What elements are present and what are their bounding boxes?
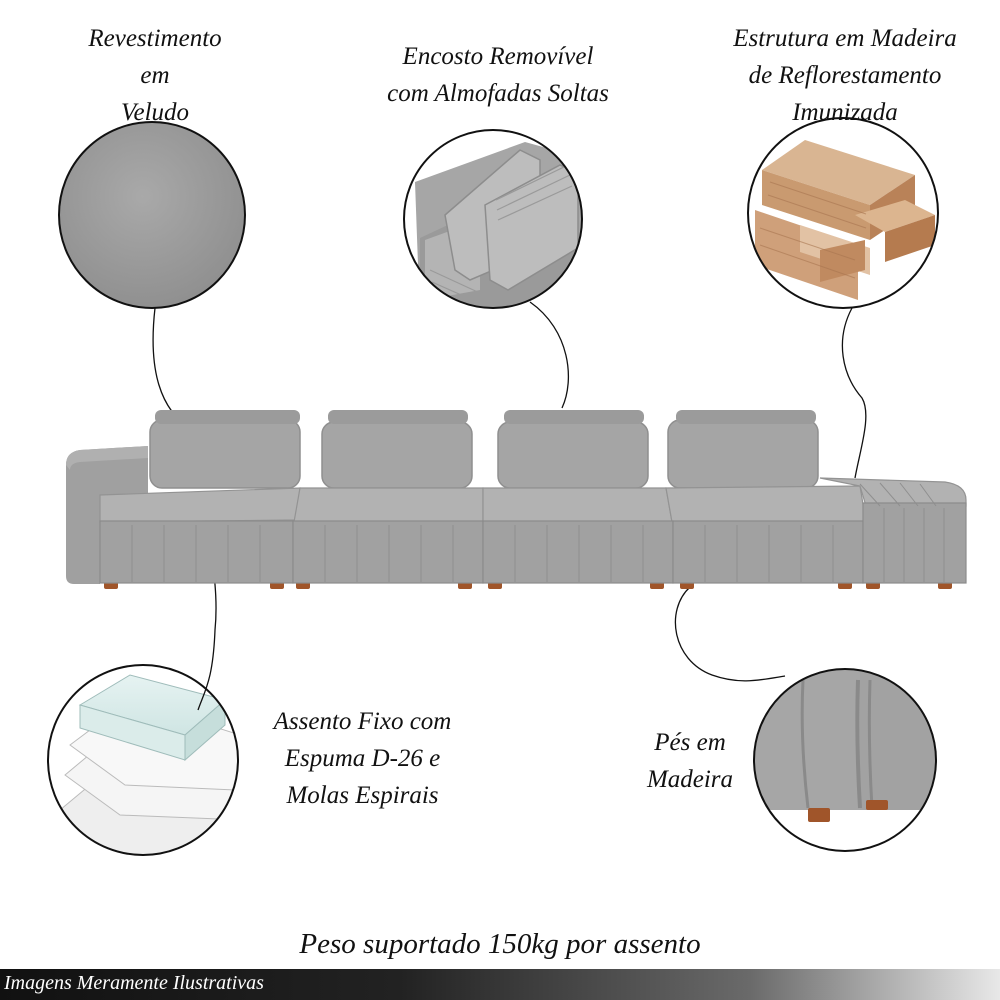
- velvet-label-line: Revestimento: [88, 25, 222, 52]
- wooden-feet-callout: [753, 668, 937, 852]
- feet-label-line: Pés em: [654, 729, 726, 756]
- backrest-detail-callout: [403, 129, 583, 309]
- seat-label-line: Molas Espirais: [286, 782, 439, 809]
- channel-stitching: [131, 482, 945, 582]
- backrest-rear-panels: [155, 410, 816, 424]
- backrest-label-line: com Almofadas Soltas: [387, 80, 609, 107]
- seat-cushions: [99, 477, 967, 523]
- feet-label-line: Madeira: [646, 766, 734, 793]
- seat-label-line: Espuma D-26 e: [284, 745, 441, 772]
- sofa: [66, 410, 967, 589]
- wood-callout-label: Estrutura em Madeira de Reflorestamento …: [695, 20, 995, 131]
- weight-capacity-note: Peso suportado 150kg por assento: [299, 928, 701, 960]
- velvet-label-line: em: [140, 62, 170, 89]
- leader-backrest: [529, 301, 570, 409]
- backrest-cushions: [149, 419, 819, 489]
- leader-wood: [841, 307, 867, 479]
- leader-feet: [674, 586, 786, 682]
- velvet-swatch-callout: [58, 121, 246, 309]
- velvet-label-line: Veludo: [120, 99, 190, 126]
- backrest-label-line: Encosto Removível: [402, 43, 594, 70]
- feet-callout-label: Pés em Madeira: [620, 724, 760, 798]
- backrest-callout-label: Encosto Removível com Almofadas Soltas: [348, 38, 648, 112]
- wood-label-line: Imunizada: [792, 99, 898, 126]
- wood-label-line: Estrutura em Madeira: [733, 25, 957, 52]
- wood-label-line: de Reflorestamento: [748, 62, 942, 89]
- footer-bar: Imagens Meramente Ilustrativas: [0, 969, 1000, 1000]
- illustrative-disclaimer: Imagens Meramente Ilustrativas: [4, 972, 264, 994]
- seat-callout-label: Assento Fixo com Espuma D-26 e Molas Esp…: [240, 703, 485, 814]
- seat-label-line: Assento Fixo com: [273, 708, 452, 735]
- velvet-callout-label: Revestimento em Veludo: [45, 20, 265, 131]
- wood-planks-callout: [747, 117, 939, 309]
- foam-layers-callout: [47, 664, 239, 856]
